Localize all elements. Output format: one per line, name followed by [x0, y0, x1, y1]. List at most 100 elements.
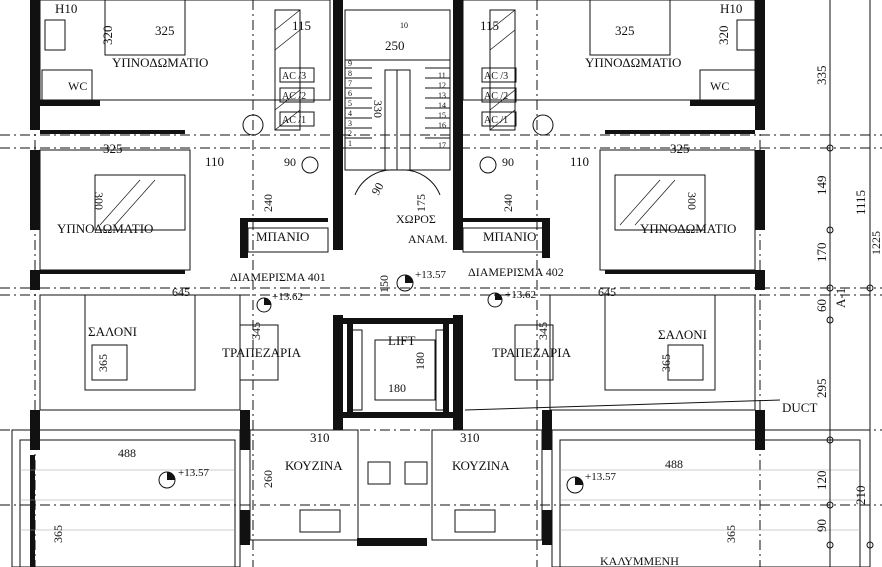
stair-step-3: 3 [348, 119, 352, 128]
stair-step-5: 5 [348, 99, 352, 108]
dim-180-vertical: 180 [413, 352, 427, 370]
dining-label-left: ΤΡΑΠΕΖΑΡΙΑ [222, 345, 302, 360]
dim-90-right-chain: 90 [814, 519, 829, 532]
living-label-right: ΣΑΛΟΝΙ [658, 327, 707, 342]
dim-1115: 1115 [853, 190, 868, 215]
dim-365-left: 365 [96, 354, 110, 372]
dim-488-left: 488 [118, 446, 136, 460]
bedroom-label-top-left: ΥΠΝΟΔΩΜΑΤΙΟ [112, 55, 208, 70]
stair-step-13: 13 [438, 91, 446, 100]
dim-110-left: 110 [205, 154, 224, 169]
dim-90-left: 90 [284, 155, 296, 169]
stair-step-2: 2 [348, 129, 352, 138]
stair-step-14: 14 [438, 101, 446, 110]
level-markers [158, 274, 584, 494]
dim-115-right: 115 [480, 18, 499, 33]
living-label-left: ΣΑΛΟΝΙ [88, 324, 137, 339]
level-apt-402: +13.62 [505, 289, 536, 301]
dim-149: 149 [814, 176, 829, 196]
dim-365-balcony-right: 365 [724, 525, 738, 543]
wc-label-left: WC [68, 79, 87, 93]
lobby-label-line1: ΧΩΡΟΣ [396, 212, 436, 226]
kitchen-label-right: ΚΟΥΖΙΝΑ [452, 458, 510, 473]
ac-unit-1-right: AC /1 [484, 115, 508, 126]
level-balcony-left: +13.57 [178, 467, 209, 479]
section-mark-a1: A-1 [833, 288, 848, 308]
dimension-chains [464, 0, 874, 567]
dim-645-right: 645 [598, 285, 616, 299]
dim-330: 330 [371, 100, 385, 118]
furniture [41, 0, 758, 533]
stair-step-16: 16 [438, 121, 446, 130]
stair-step-15: 15 [438, 111, 446, 120]
stair-step-17: 17 [438, 141, 446, 150]
dim-60: 60 [814, 299, 829, 312]
dim-310-right: 310 [460, 430, 480, 445]
dim-260: 260 [261, 470, 275, 488]
dim-335: 335 [814, 66, 829, 86]
dim-295: 295 [814, 379, 829, 399]
stair-step-12: 12 [438, 81, 446, 90]
dim-90-stair: 90 [368, 180, 386, 197]
level-apt-401: +13.62 [272, 291, 303, 303]
apartment-402-label: ΔΙΑΜΕΡΙΣΜΑ 402 [468, 265, 564, 279]
stair-step-7: 7 [348, 79, 352, 88]
dim-h10-left: H10 [55, 1, 77, 16]
level-main: +13.57 [415, 269, 446, 281]
ac-unit-2-left: AC /2 [282, 91, 306, 102]
dim-325-top-left: 325 [155, 23, 175, 38]
lift-label: LIFT [388, 333, 416, 348]
dim-365-balcony-left: 365 [51, 525, 65, 543]
stair-step-10: 10 [400, 21, 408, 30]
dim-488-right: 488 [665, 457, 683, 471]
dim-310-left: 310 [310, 430, 330, 445]
covered-balcony-label: ΚΑΛΥΜΜΕΝΗ [600, 554, 679, 567]
dim-325-top-right: 325 [615, 23, 635, 38]
stair-step-8: 8 [348, 69, 352, 78]
dim-1225: 1225 [869, 231, 882, 255]
dim-320-left: 320 [100, 26, 115, 46]
dim-175: 175 [414, 194, 428, 212]
dim-210: 210 [853, 486, 868, 506]
dim-345-left: 345 [249, 322, 263, 340]
dim-170: 170 [814, 243, 829, 263]
stair-step-4: 4 [348, 109, 352, 118]
bedroom-label-top-right: ΥΠΝΟΔΩΜΑΤΙΟ [585, 55, 681, 70]
dim-325-mid-left: 325 [103, 141, 123, 156]
dim-325-mid-right: 325 [670, 141, 690, 156]
lobby-label-line2: ΑΝΑΜ. [408, 232, 448, 246]
dim-250: 250 [385, 38, 405, 53]
ac-unit-3-right: AC /3 [484, 71, 508, 82]
duct-label: DUCT [782, 400, 817, 415]
ac-unit-1-left: AC /1 [282, 115, 306, 126]
dim-120: 120 [814, 471, 829, 491]
ac-unit-3-left: AC /3 [282, 71, 306, 82]
dim-345-right: 345 [536, 322, 550, 340]
level-balcony-right: +13.57 [585, 471, 616, 483]
dim-180-horizontal: 180 [388, 381, 406, 395]
stair-step-1: 1 [348, 139, 352, 148]
ac-unit-2-right: AC /2 [484, 91, 508, 102]
dim-110-right: 110 [570, 154, 589, 169]
bedroom-label-mid-right: ΥΠΝΟΔΩΜΑΤΙΟ [640, 221, 736, 236]
stair-step-11: 11 [438, 71, 446, 80]
stair-step-6: 6 [348, 89, 352, 98]
dining-label-right: ΤΡΑΠΕΖΑΡΙΑ [492, 345, 572, 360]
bathroom-label-left: ΜΠΑΝΙΟ [256, 229, 309, 244]
staircase [344, 9, 451, 196]
dim-300-left: 300 [92, 192, 106, 210]
wc-label-right: WC [710, 79, 729, 93]
bathroom-label-right: ΜΠΑΝΙΟ [483, 229, 536, 244]
dim-115-left: 115 [292, 18, 311, 33]
kitchen-label-left: ΚΟΥΖΙΝΑ [285, 458, 343, 473]
dim-240-right: 240 [501, 194, 515, 212]
dim-240-left: 240 [261, 194, 275, 212]
dim-365-right: 365 [659, 354, 673, 372]
bedroom-label-mid-left: ΥΠΝΟΔΩΜΑΤΙΟ [57, 221, 153, 236]
dim-90-right: 90 [502, 155, 514, 169]
dim-h10-right: H10 [720, 1, 742, 16]
dim-645-left: 645 [172, 285, 190, 299]
dim-300-right: 300 [685, 192, 699, 210]
